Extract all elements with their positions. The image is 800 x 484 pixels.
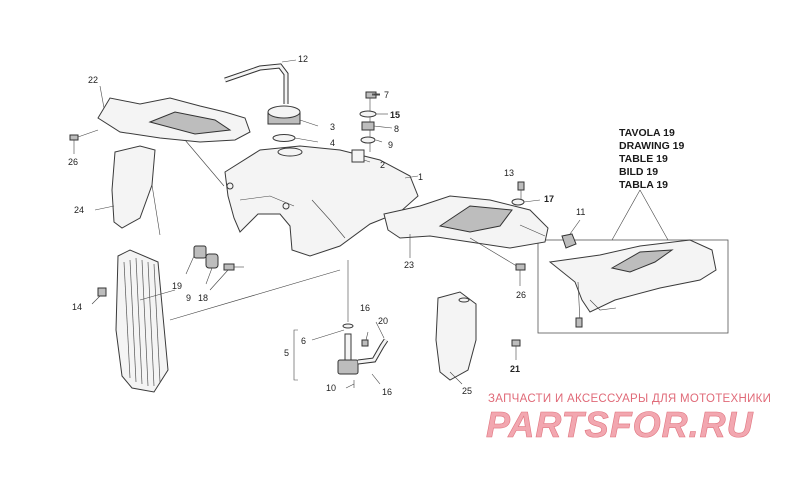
callout-26-left: 26 <box>68 157 78 167</box>
callout-15: 15 <box>390 110 400 120</box>
callout-25: 25 <box>462 386 472 396</box>
callout-23: 23 <box>404 260 414 270</box>
part-12-breather-hose <box>224 59 297 104</box>
callout-16-top: 16 <box>360 303 370 313</box>
callout-22: 22 <box>88 75 98 85</box>
detail-inset-box <box>537 189 729 334</box>
callout-24: 24 <box>74 205 84 215</box>
title-line-5: TABLA 19 <box>619 179 668 191</box>
part-21-screw <box>511 339 521 360</box>
part-26-screw-right <box>515 263 526 286</box>
part-1-fuel-tank <box>224 145 419 257</box>
callout-13: 13 <box>504 168 514 178</box>
title-line-2: DRAWING 19 <box>619 140 685 152</box>
part-22-top-shroud <box>97 85 251 187</box>
callout-6: 6 <box>301 336 306 346</box>
callout-8: 8 <box>394 124 399 134</box>
part-4-cap-gasket <box>272 134 319 143</box>
parts-13-17-11-fasteners <box>511 181 581 249</box>
callout-9-left: 9 <box>186 293 191 303</box>
part-25-lower-panel <box>435 291 477 385</box>
callout-numbers: 1 2 3 4 5 6 7 8 9 9 10 11 12 13 14 15 16… <box>68 54 585 397</box>
parts-19-9-18-mounts <box>185 245 244 291</box>
callout-4: 4 <box>330 138 335 148</box>
part-3-fuel-cap <box>267 105 319 127</box>
callout-14: 14 <box>72 302 82 312</box>
callout-12: 12 <box>298 54 308 64</box>
part-26-screw-left <box>69 129 99 154</box>
callout-5: 5 <box>284 348 289 358</box>
callout-3: 3 <box>330 122 335 132</box>
part-14-nut <box>91 287 107 305</box>
part-24-left-panel <box>94 145 161 236</box>
part-5-fuel-tap-assembly <box>293 260 389 389</box>
watermark: ЗАПЧАСТИ И АКСЕССУАРЫ ДЛЯ МОТОТЕХНИКИ PA… <box>486 393 771 445</box>
callout-21: 21 <box>510 364 520 374</box>
title-line-1: TAVOLA 19 <box>619 127 675 139</box>
part-23-right-shroud <box>383 195 549 269</box>
watermark-logo: PARTSFOR.RU <box>486 404 754 445</box>
callout-20: 20 <box>378 316 388 326</box>
drawing-title: TAVOLA 19 DRAWING 19 TABLE 19 BILD 19 TA… <box>619 127 685 191</box>
callout-1: 1 <box>418 172 423 182</box>
radiator <box>115 249 341 393</box>
callout-2: 2 <box>380 160 385 170</box>
callout-10: 10 <box>326 383 336 393</box>
watermark-subtitle: ЗАПЧАСТИ И АКСЕССУАРЫ ДЛЯ МОТОТЕХНИКИ <box>488 393 771 405</box>
title-line-4: BILD 19 <box>619 166 658 178</box>
callout-19: 19 <box>172 281 182 291</box>
callout-26-right: 26 <box>516 290 526 300</box>
callout-9-top: 9 <box>388 140 393 150</box>
callout-18: 18 <box>198 293 208 303</box>
callout-7: 7 <box>384 90 389 100</box>
parts-7-15-8-9-2-stack <box>351 91 393 163</box>
callout-17: 17 <box>544 194 554 204</box>
callout-11: 11 <box>576 207 585 217</box>
title-line-3: TABLE 19 <box>619 153 668 165</box>
callout-16-bottom: 16 <box>382 387 392 397</box>
